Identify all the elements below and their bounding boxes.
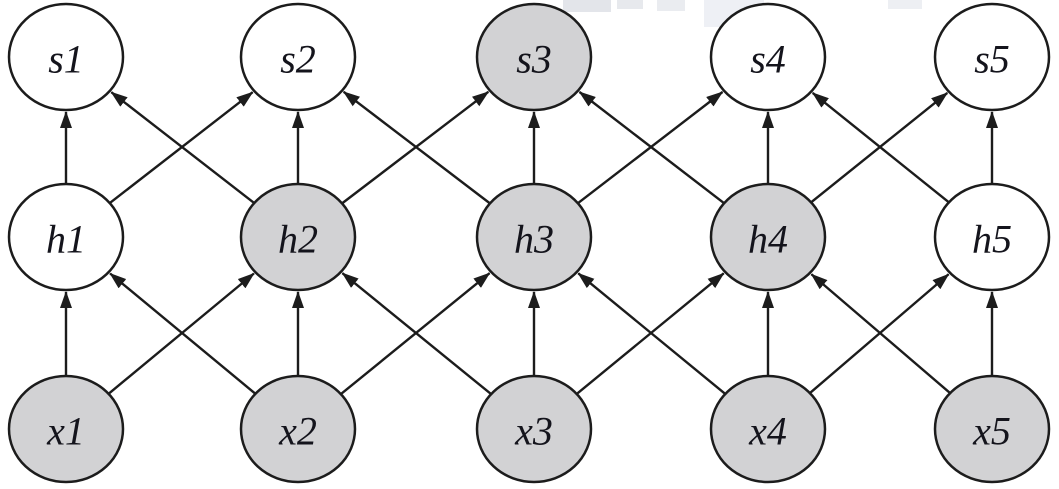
node-label-h2: h2	[278, 217, 318, 262]
node-circle-h3	[475, 182, 593, 292]
edge-x4-h3	[577, 272, 727, 395]
node-s2: s2	[239, 2, 357, 112]
node-s4: s4	[709, 2, 827, 112]
node-x4: x4	[709, 374, 827, 484]
edge-h4-s3	[578, 91, 725, 205]
node-label-h3: h3	[514, 217, 554, 262]
scan-artifact	[888, 0, 922, 9]
node-label-s2: s2	[280, 37, 316, 82]
node-circle-s5	[933, 2, 1051, 112]
node-s5: s5	[933, 2, 1051, 112]
node-label-x3: x3	[514, 409, 553, 454]
scan-artifact	[617, 0, 643, 9]
node-label-x4: x4	[748, 409, 787, 454]
node-label-h4: h4	[748, 217, 788, 262]
node-circle-h4	[709, 182, 827, 292]
node-circle-h5	[933, 182, 1051, 292]
edge-h3-s2	[342, 90, 491, 205]
node-label-x2: x2	[278, 409, 317, 454]
node-circle-x4	[709, 374, 827, 484]
node-x5: x5	[933, 374, 1051, 484]
node-circle-x5	[933, 374, 1051, 484]
node-h1: h1	[7, 182, 125, 292]
node-circle-x1	[7, 374, 125, 484]
node-s3: s3	[475, 2, 593, 112]
edge-h5-s4	[811, 91, 950, 204]
scan-artifact	[563, 0, 611, 12]
node-x1: x1	[7, 374, 125, 484]
node-s1: s1	[7, 2, 125, 112]
node-h3: h3	[475, 182, 593, 292]
node-label-h1: h1	[46, 217, 86, 262]
node-circle-h2	[239, 182, 357, 292]
node-circle-s3	[475, 2, 593, 112]
edge-x5-h4	[810, 273, 951, 394]
node-circle-s4	[709, 2, 827, 112]
node-label-s3: s3	[516, 37, 552, 82]
node-h2: h2	[239, 182, 357, 292]
node-label-x1: x1	[46, 409, 85, 454]
node-label-s4: s4	[750, 37, 786, 82]
node-label-s5: s5	[974, 37, 1010, 82]
node-h5: h5	[933, 182, 1051, 292]
node-circle-h1	[7, 182, 125, 292]
node-h4: h4	[709, 182, 827, 292]
node-x3: x3	[475, 374, 593, 484]
node-x2: x2	[239, 374, 357, 484]
edge-x2-h1	[109, 272, 257, 395]
edge-x3-h2	[341, 272, 492, 396]
node-circle-x3	[475, 374, 593, 484]
node-circle-s1	[7, 2, 125, 112]
node-label-h5: h5	[972, 217, 1012, 262]
node-circle-x2	[239, 374, 357, 484]
node-label-x5: x5	[972, 409, 1011, 454]
edge-h2-s1	[110, 91, 255, 204]
node-label-s1: s1	[48, 37, 84, 82]
node-circle-s2	[239, 2, 357, 112]
scan-artifact	[657, 0, 685, 11]
